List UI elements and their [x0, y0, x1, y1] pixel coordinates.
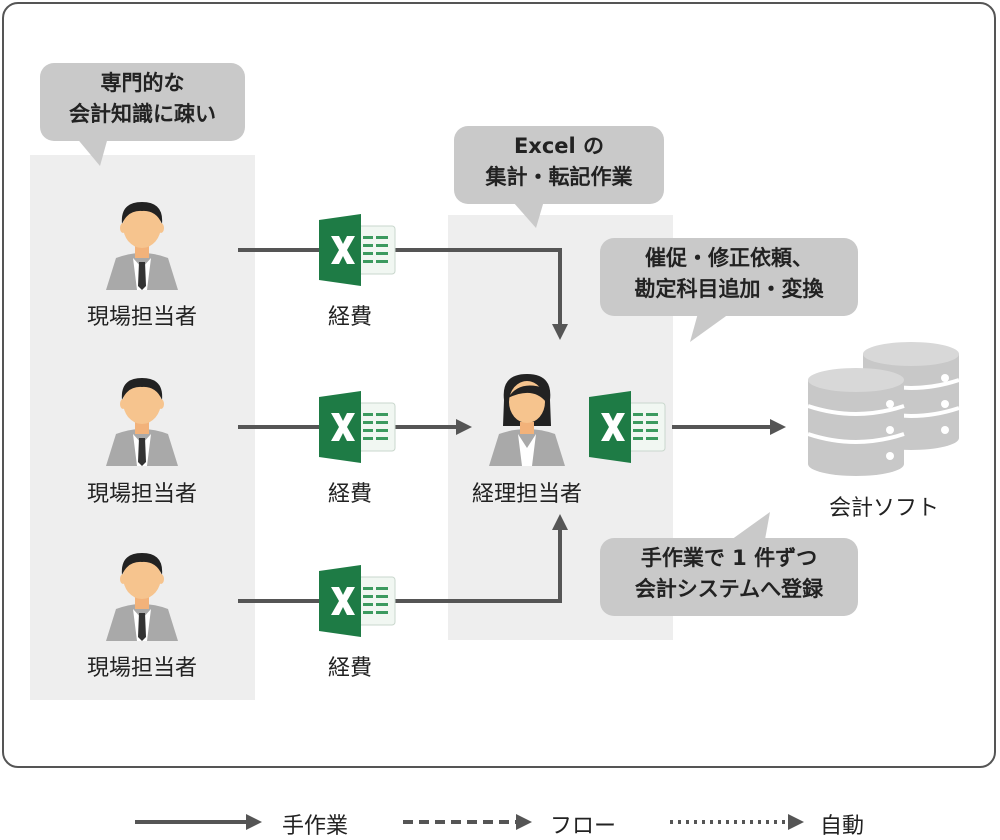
bubble-line: 催促・修正依頼、	[645, 246, 813, 270]
legend-auto-label: 自動	[820, 814, 865, 839]
speech-bubble-excel-work: Excel の 集計・転記作業	[454, 126, 664, 204]
bubble-line: 専門的な	[100, 71, 185, 95]
bubble-line: 手作業で 1 件ずつ	[640, 546, 818, 570]
accountant-avatar	[489, 374, 565, 466]
field-worker-3-avatar	[106, 553, 178, 641]
field-worker-1-avatar	[106, 202, 178, 290]
bubble-line: Excel の	[513, 134, 605, 158]
expense-3-label: 経費	[327, 656, 373, 681]
expense-1-label: 経費	[327, 305, 373, 330]
bubble-line: 勘定科目追加・変換	[634, 277, 824, 301]
excel-icon	[588, 390, 666, 464]
speech-bubble-prompt-fix: 催促・修正依頼、 勘定科目追加・変換	[600, 238, 858, 316]
arrow-heads	[456, 324, 786, 530]
field-worker-3-label: 現場担当者	[86, 656, 198, 681]
field-worker-2-avatar	[106, 378, 178, 466]
legend-manual-label: 手作業	[282, 814, 349, 839]
speech-bubble-field-worker: 専門的な 会計知識に疎い	[40, 63, 245, 141]
field-worker-1-label: 現場担当者	[86, 305, 198, 330]
accounting-software-label: 会計ソフト	[828, 496, 940, 521]
excel-icon	[318, 564, 396, 638]
excel-icon	[318, 213, 396, 287]
speech-bubble-manual-entry: 手作業で 1 件ずつ 会計システムへ登録	[600, 538, 858, 616]
excel-icon	[318, 390, 396, 464]
accountant-label: 経理担当者	[471, 482, 583, 507]
field-worker-2-label: 現場担当者	[86, 482, 198, 507]
bubble-line: 集計・転記作業	[485, 165, 633, 189]
bubble-line: 会計システムへ登録	[634, 577, 824, 601]
bubble-tail-manual-entry	[724, 512, 770, 545]
expense-2-label: 経費	[327, 482, 373, 507]
bubble-line: 会計知識に疎い	[69, 102, 216, 126]
legend-graphics	[135, 814, 804, 830]
legend-flow-label: フロー	[550, 814, 617, 839]
database-icon	[806, 366, 906, 478]
